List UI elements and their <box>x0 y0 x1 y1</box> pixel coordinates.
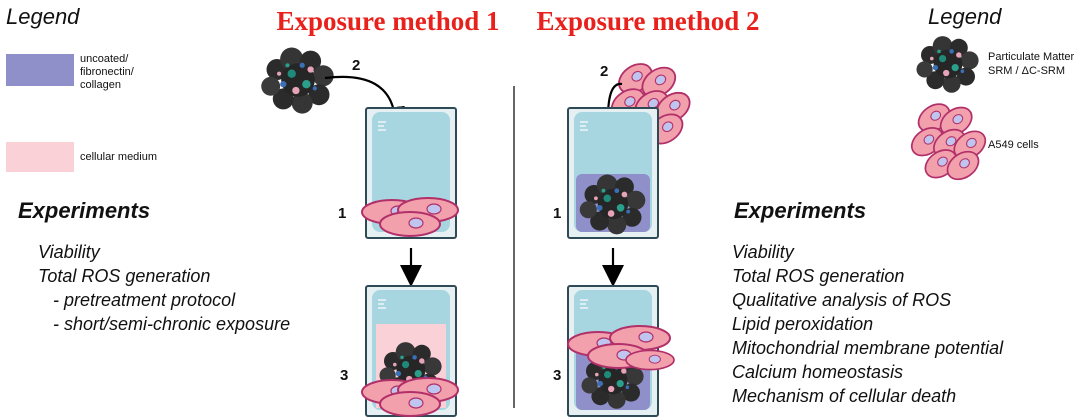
method1-experiment-1: Total ROS generation <box>38 266 210 286</box>
method2-experiment-2: Qualitative analysis of ROS <box>732 290 951 310</box>
method1-title: Exposure method 1 <box>276 6 499 36</box>
method2-step-1: 1 <box>553 205 561 222</box>
method1-step-2: 2 <box>352 57 360 74</box>
medium-swatch <box>6 142 74 172</box>
method2-experiment-5: Calcium homeostasis <box>732 362 903 382</box>
pm-label-2: SRM / ΔC-SRM <box>988 65 1065 77</box>
method2-experiments-title: Experiments <box>734 198 866 223</box>
right-legend-title: Legend <box>928 4 1002 29</box>
left-legend-title: Legend <box>6 4 80 29</box>
method2-experiment-3: Lipid peroxidation <box>732 314 873 334</box>
method2-step-2: 2 <box>600 63 608 80</box>
coating-swatch <box>6 54 74 86</box>
method2-experiment-0: Viability <box>732 242 795 262</box>
method1-experiment-0: Viability <box>38 242 101 262</box>
method1-vial-3 <box>361 285 459 417</box>
method1-experiments-title: Experiments <box>18 198 150 223</box>
method2-vial-1 <box>567 107 659 239</box>
pm-label-1: Particulate Matter <box>988 51 1075 63</box>
method1-step-3: 3 <box>340 367 348 384</box>
coating-label-1: uncoated/ <box>80 53 129 65</box>
method1-step-1: 1 <box>338 205 346 222</box>
method1-particulate-icon <box>261 47 334 114</box>
method2-title: Exposure method 2 <box>536 6 759 36</box>
method1-experiment-3: - short/semi-chronic exposure <box>38 314 290 334</box>
method2-experiment-6: Mechanism of cellular death <box>732 386 956 406</box>
coating-label-2: fibronectin/ <box>80 66 135 78</box>
a549-cells-icon <box>907 98 991 185</box>
particulate-matter-icon <box>916 36 979 93</box>
a549-label: A549 cells <box>988 139 1039 151</box>
method2-step-3: 3 <box>553 367 561 384</box>
medium-label: cellular medium <box>80 151 157 163</box>
method1-vial-1 <box>361 107 459 239</box>
coating-label-3: collagen <box>80 79 121 91</box>
method1-experiment-2: - pretreatment protocol <box>38 290 236 310</box>
method2-experiment-4: Mitochondrial membrane potential <box>732 338 1004 358</box>
method2-experiment-1: Total ROS generation <box>732 266 904 286</box>
